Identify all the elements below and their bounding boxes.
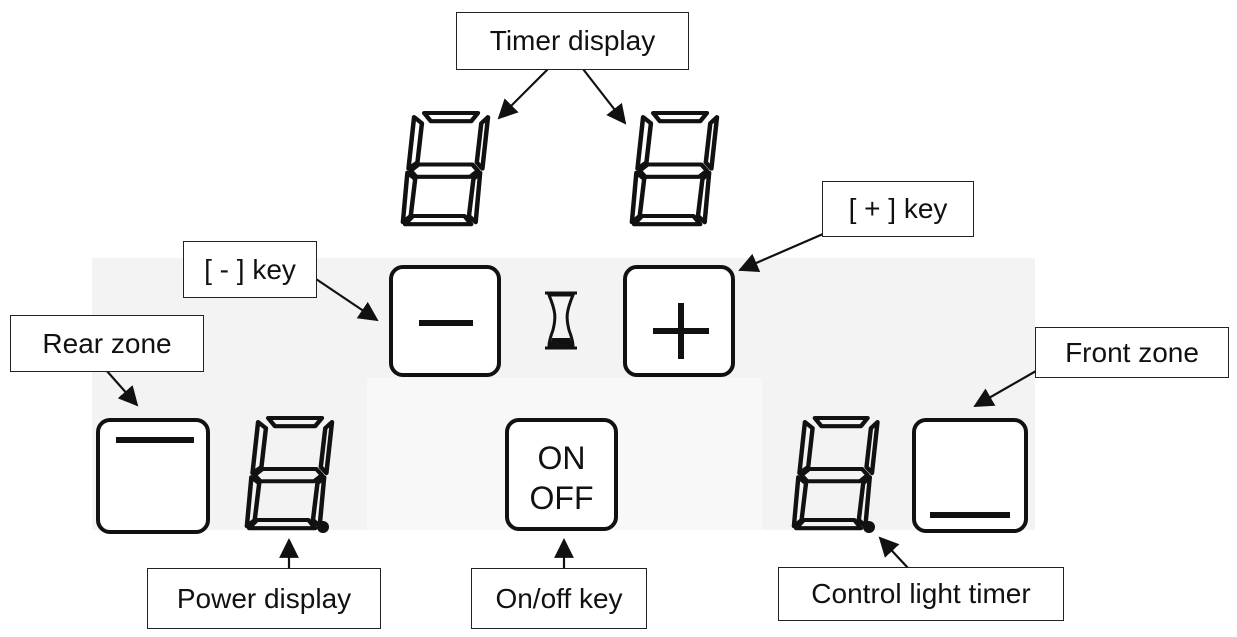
callout-front-zone: Front zone	[1035, 327, 1229, 378]
callout-onoff-key: On/off key	[471, 568, 647, 629]
power-digit-front	[794, 418, 878, 528]
timer-digit-left	[403, 113, 488, 224]
arrow-timer-right	[582, 68, 627, 125]
callout-timer-display: Timer display	[456, 12, 689, 70]
timer-digit-right	[632, 113, 717, 224]
callout-power-display: Power display	[147, 568, 381, 629]
callout-plus-key: [ + ] key	[822, 181, 974, 237]
minus-icon	[419, 320, 473, 326]
front-zone-key[interactable]	[912, 418, 1028, 533]
onoff-key[interactable]: ON OFF	[505, 418, 618, 531]
arrow-minus-key	[315, 278, 379, 322]
arrow-timer-left	[497, 68, 549, 120]
minus-key[interactable]	[389, 265, 501, 377]
onoff-label-on: ON	[537, 440, 586, 476]
callout-rear-zone: Rear zone	[10, 315, 204, 372]
hourglass-icon	[545, 291, 577, 350]
arrow-control-light-timer	[878, 536, 909, 569]
zone-bar-bottom-icon	[930, 512, 1010, 518]
arrow-rear-zone	[105, 369, 139, 407]
plus-icon	[653, 303, 709, 359]
power-digit-rear	[247, 418, 332, 528]
zone-bar-top-icon	[116, 437, 194, 443]
callout-minus-key: [ - ] key	[183, 241, 317, 298]
plus-key[interactable]	[623, 265, 735, 377]
callout-control-light-timer: Control light timer	[778, 567, 1064, 621]
power-dot-rear	[317, 521, 329, 533]
control-light-timer-dot	[863, 521, 875, 533]
arrow-front-zone	[973, 370, 1037, 407]
rear-zone-key[interactable]	[96, 418, 210, 534]
arrow-plus-key	[738, 232, 824, 272]
onoff-label-off: OFF	[529, 480, 594, 516]
